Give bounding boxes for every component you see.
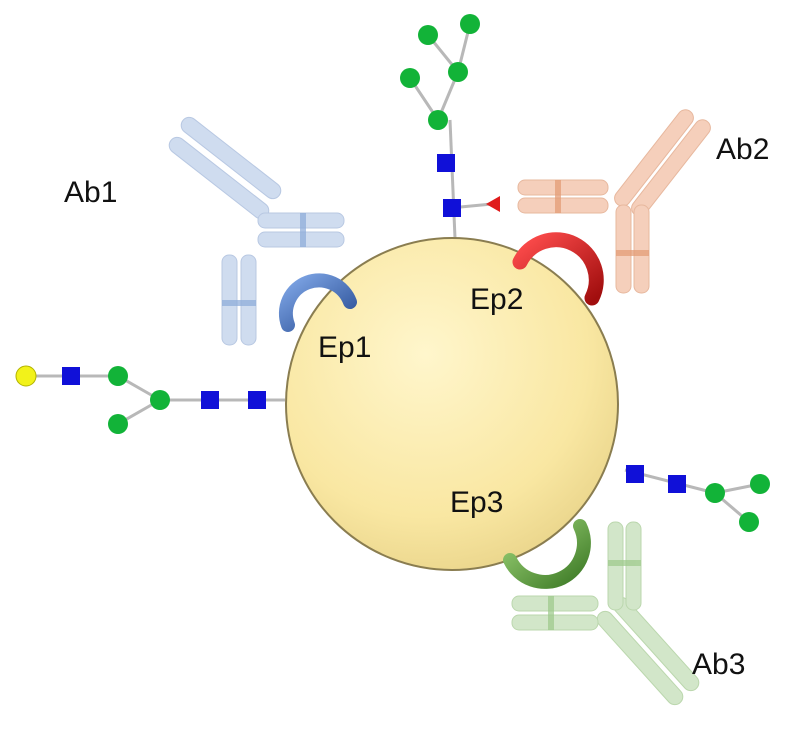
green-circle-icon [428,110,448,130]
yellow-circle-icon [15,365,37,387]
antibody-label-ab2: Ab2 [716,133,770,166]
epitope-label-ep3: Ep3 [450,486,504,519]
green-circle-icon [400,68,420,88]
glycan-right [626,465,770,532]
antibody-ab3 [511,521,700,706]
epitope-label-ep1: Ep1 [318,331,372,364]
blue-square-icon [626,465,644,483]
green-circle-icon [448,62,468,82]
green-circle-icon [108,414,128,434]
blue-square-icon [62,367,80,385]
epitope-3-ring [503,519,591,589]
epitope-2-ring [512,232,604,306]
green-circle-icon [750,474,770,494]
antigen-sphere [285,237,619,571]
blue-square-icon [248,391,266,409]
green-circle-icon [739,512,759,532]
blue-square-icon [437,154,455,172]
antibody-ab1-joints [222,213,306,306]
red-triangle-icon [486,196,500,212]
epitope-1-ring [279,273,357,332]
epitope-label-ep2: Ep2 [470,283,524,316]
antibody-ab2-joints [555,180,649,256]
antibody-label-ab1: Ab1 [64,176,118,209]
blue-square-icon [668,475,686,493]
green-circle-icon [460,14,480,34]
green-circle-icon [150,390,170,410]
antibody-ab2 [517,109,711,294]
green-circle-icon [418,25,438,45]
glycan-top [400,14,500,217]
blue-square-icon [443,199,461,217]
antibody-ab3-joints [548,560,641,630]
glycan-left [15,365,266,434]
blue-square-icon [201,391,219,409]
antibody-label-ab3: Ab3 [692,648,746,681]
green-circle-icon [108,366,128,386]
green-circle-icon [705,483,725,503]
